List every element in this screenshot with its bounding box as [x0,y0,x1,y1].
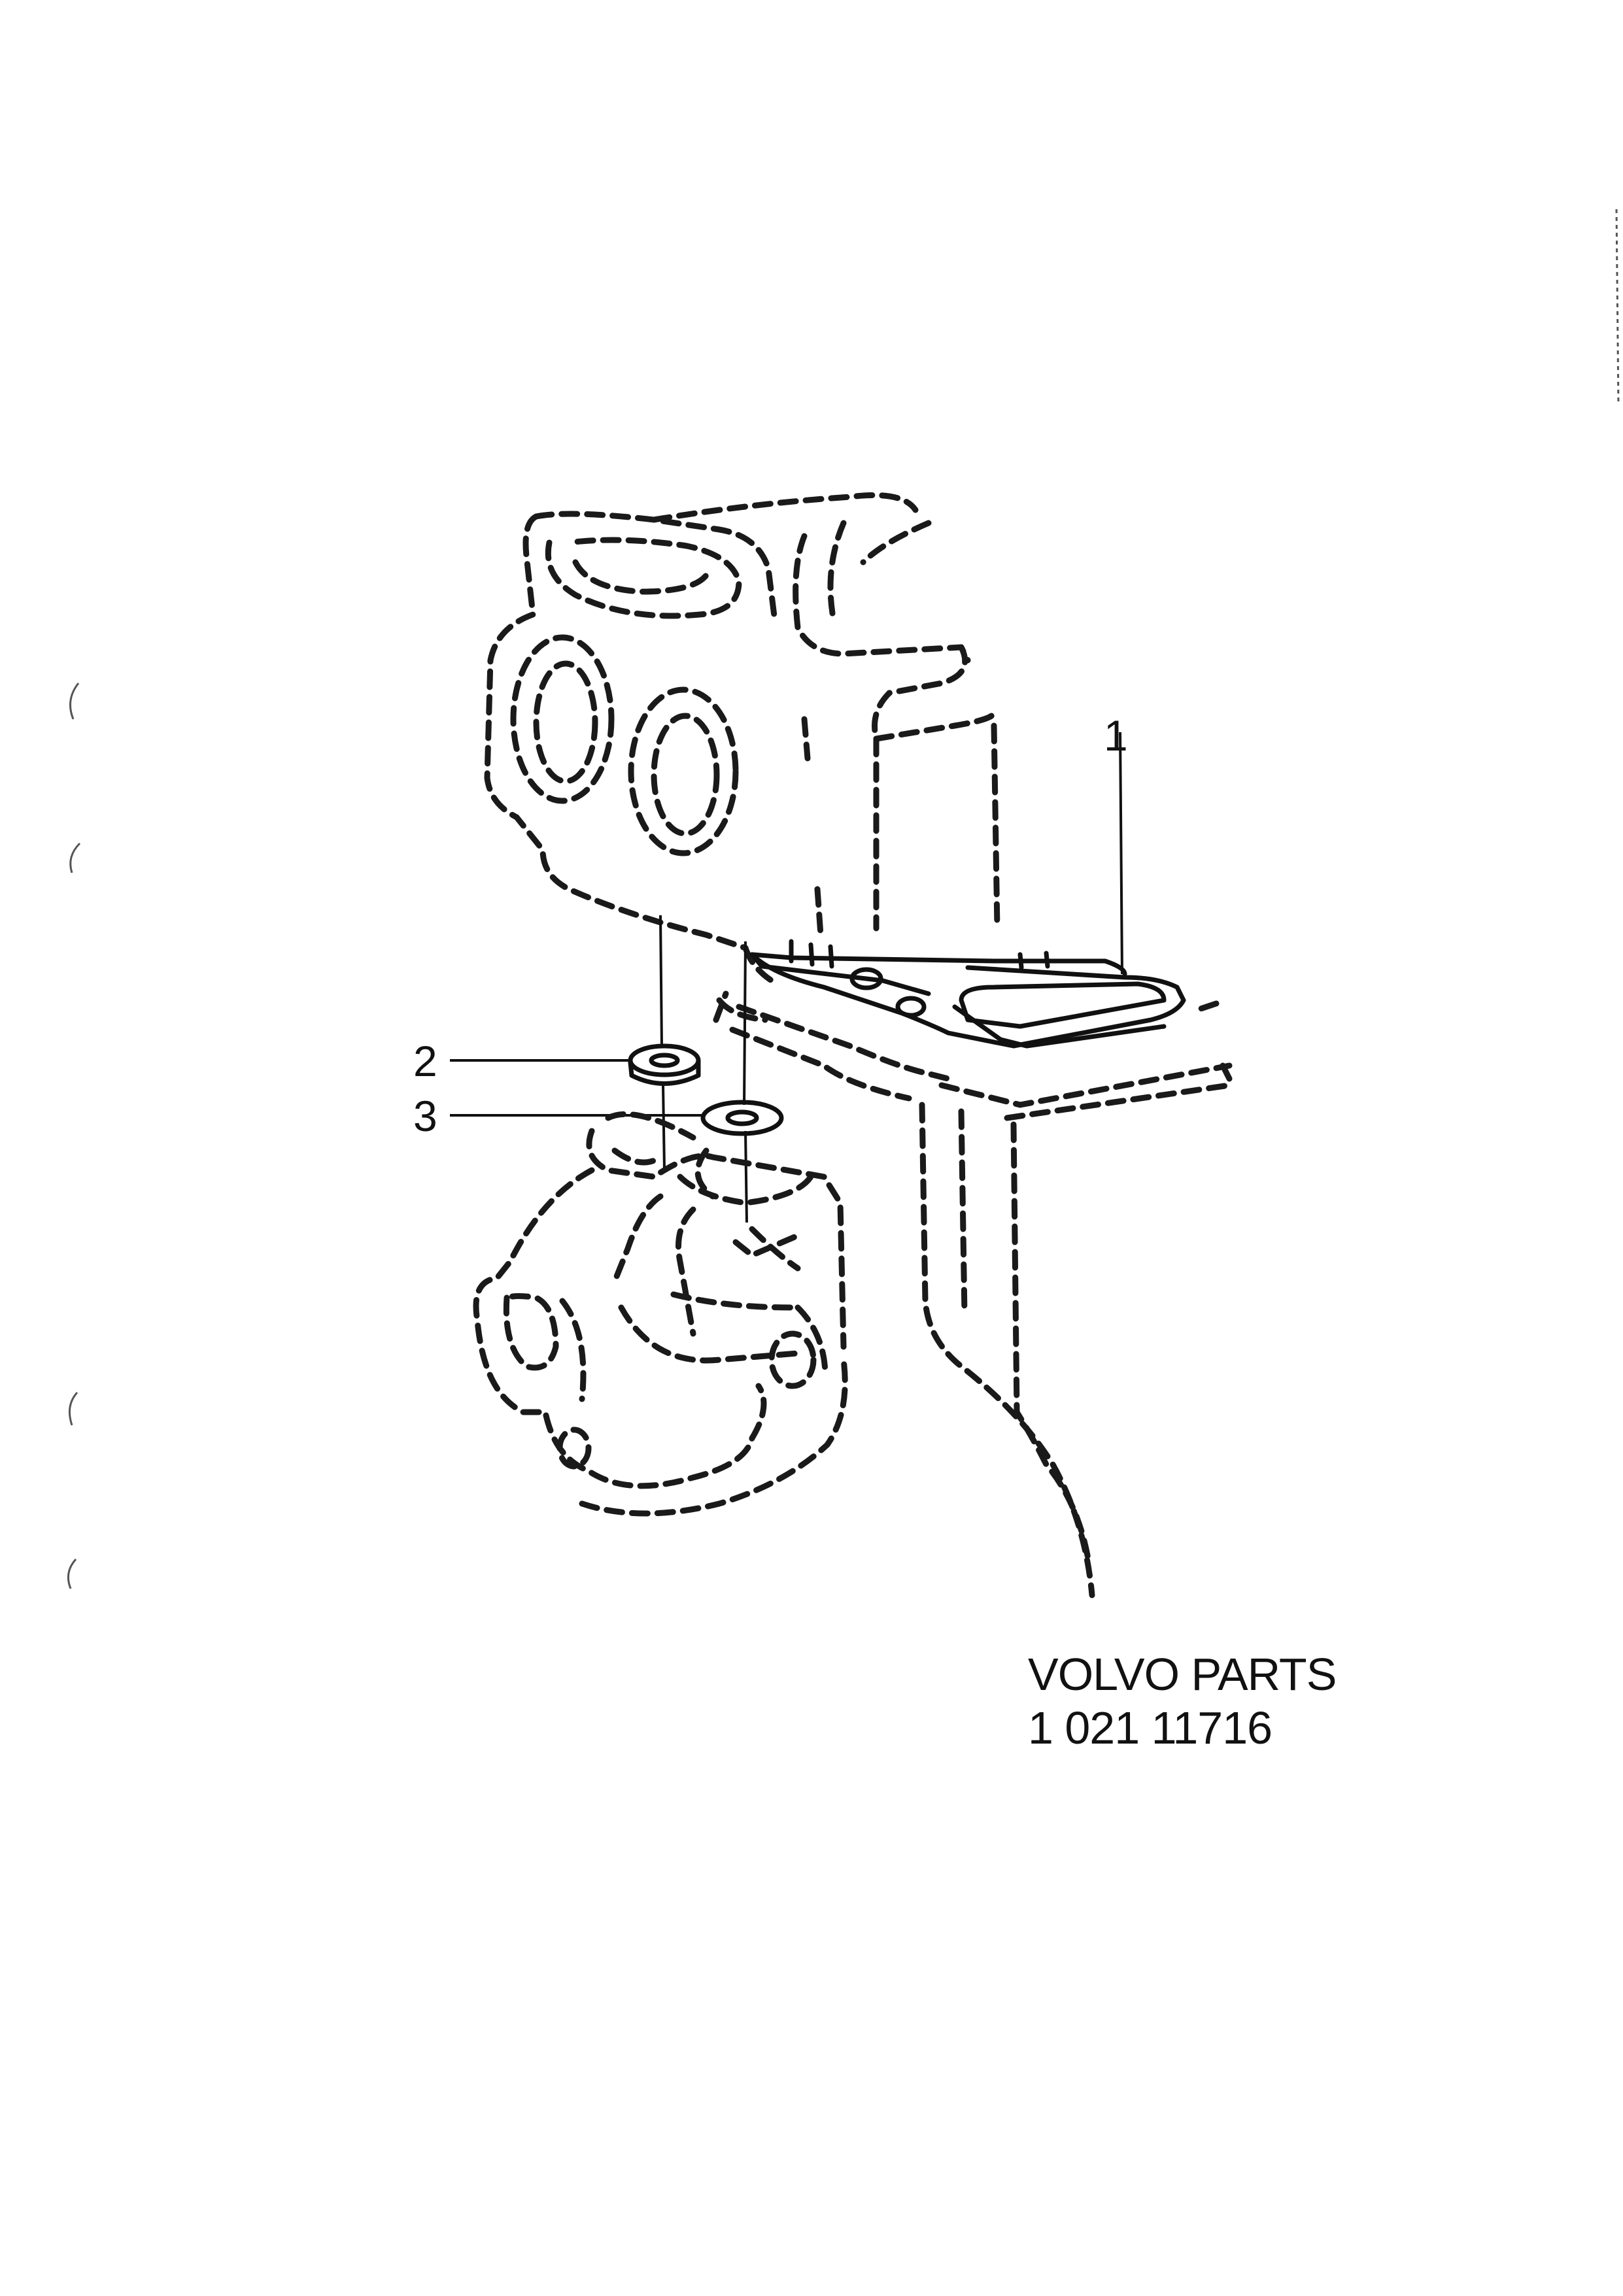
callout-leaders [450,1059,703,1117]
gasket-part [749,939,1186,1049]
binder-mark-1 [69,683,80,720]
binder-mark-3 [68,1391,78,1426]
caption-brand: VOLVO PARTS [1028,1649,1337,1700]
binder-mark-2 [69,842,81,873]
caption-part-number: 1 021 11716 [1028,1702,1273,1753]
assembly-lines [659,732,1123,1223]
binder-hole-marks [67,209,1620,1589]
callout-3: 3 [413,1092,437,1140]
right-edge-mark [1615,209,1620,406]
washer-3-part [700,1100,784,1136]
parts-caption: VOLVO PARTS 1 021 11716 [1028,1647,1337,1755]
binder-mark-4 [67,1558,77,1589]
callout-2: 2 [413,1037,437,1085]
callout-1: 1 [1104,711,1128,760]
lower-component-outline [473,1111,848,1517]
washer-2-part [628,1043,701,1086]
engine-block-outline [484,492,1233,1598]
